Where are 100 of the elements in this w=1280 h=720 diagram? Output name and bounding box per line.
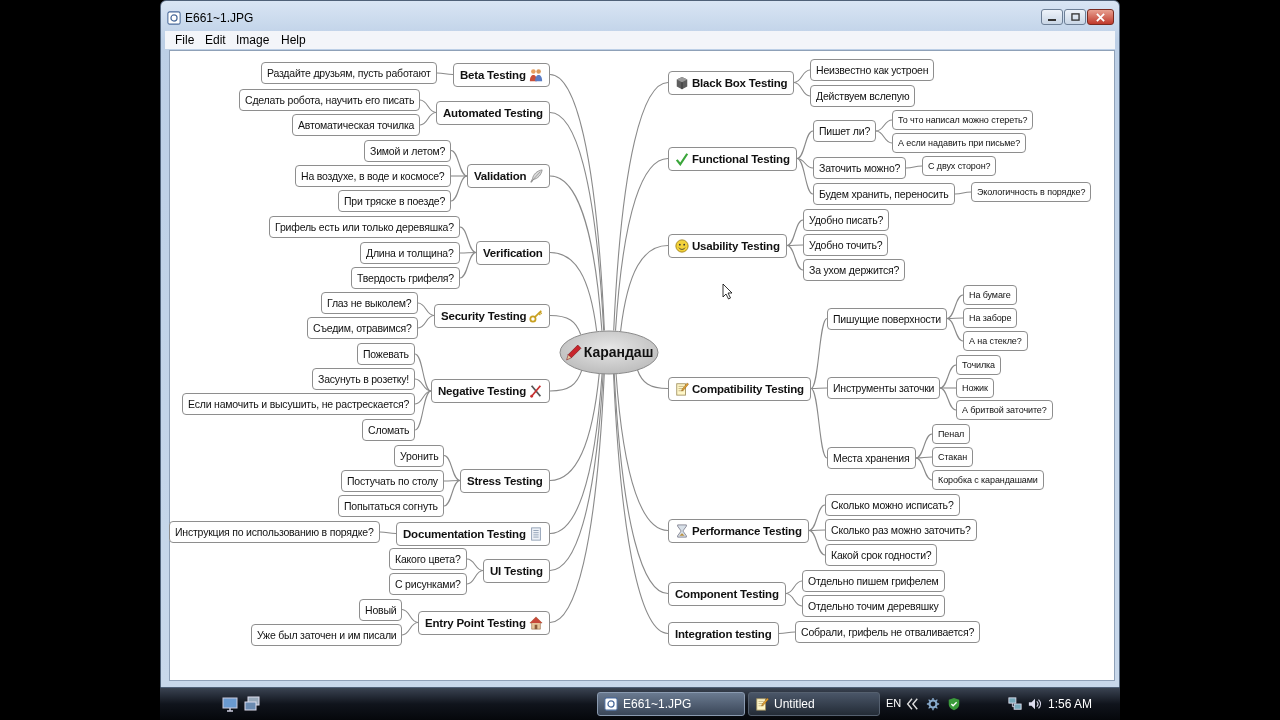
subtopic-box: [813, 183, 955, 205]
branch-box: [453, 62, 550, 87]
branch-label: Stress Testing: [467, 473, 543, 489]
subtopic-box: [359, 598, 403, 621]
subtopic-label: Будем хранить, переносить: [819, 187, 949, 202]
connector-line: [785, 592, 803, 607]
connector-line: [549, 372, 603, 535]
menu-item: File: [175, 33, 195, 47]
subtopic-label: Раздайте друзьям, пусть работают: [267, 66, 431, 81]
subtopic-label: На воздухе, в воде и космосе?: [301, 169, 445, 184]
detail-label: То что написал можно стереть?: [898, 114, 1028, 127]
connector-line: [414, 353, 432, 392]
subtopic-box: [825, 494, 960, 516]
connector-line: [915, 457, 933, 481]
connector-line: [786, 244, 804, 271]
detail-label: На заборе: [969, 312, 1012, 325]
branch-box: [460, 468, 550, 493]
branch-label: Usability Testing: [692, 238, 780, 254]
subtopic-box: [338, 495, 444, 517]
detail-box: [932, 447, 974, 467]
detail-box: [956, 378, 994, 398]
connector-line: [954, 191, 972, 195]
subtopic-label: Какого цвета?: [395, 552, 461, 567]
connector-line: [549, 314, 582, 336]
connector-line: [939, 387, 957, 389]
detail-box: [922, 156, 997, 176]
branch-box: [418, 610, 550, 635]
connector-line: [939, 364, 957, 389]
connector-line: [450, 175, 468, 177]
subtopic-label: Пишет ли?: [819, 124, 871, 139]
branch-label: Compatibility Testing: [692, 381, 804, 397]
connector-line: [466, 569, 484, 585]
connector-line: [612, 372, 669, 635]
branch-label: Integration testing: [675, 626, 772, 642]
subtopic-label: Грифель есть или только деревяшка?: [275, 220, 454, 235]
detail-box: [932, 424, 971, 444]
connector-line: [549, 175, 603, 332]
connector-line: [946, 317, 964, 320]
subtopic-box: [295, 165, 451, 187]
branch-box: [434, 303, 551, 328]
subtopic-box: [810, 85, 916, 107]
subtopic-label: Если намочить и высушить, не растрескается?: [188, 397, 410, 412]
branch-box: [467, 164, 551, 188]
branch-label: Performance Testing: [692, 523, 802, 539]
branch-box: [668, 581, 786, 606]
clock-label: 1:56 AM: [1048, 697, 1093, 711]
subtopic-box: [389, 548, 467, 570]
subtopic-box: [182, 393, 416, 415]
subtopic-box: [362, 419, 416, 441]
connector-line: [613, 81, 669, 332]
central-topic-ellipse: [559, 329, 659, 375]
detail-label: Стакан: [938, 451, 968, 464]
branch-label: Documentation Testing: [403, 526, 526, 542]
connector-line: [785, 580, 803, 595]
subtopic-box: [357, 343, 415, 365]
subtopic-label: Зимой и летом?: [370, 143, 446, 159]
branch-box: [436, 100, 550, 125]
connector-line: [946, 294, 964, 320]
subtopic-label: Какой срок годности?: [831, 548, 932, 563]
connector-line: [786, 219, 804, 247]
subtopic-box: [338, 190, 452, 212]
connector-line: [915, 456, 933, 459]
subtopic-label: Длина и толщина?: [366, 246, 454, 261]
connector-line: [875, 130, 893, 144]
detail-box: [963, 285, 1017, 305]
subtopic-box: [802, 570, 945, 592]
branch-label: UI Testing: [490, 563, 543, 579]
branch-box: [431, 379, 550, 403]
detail-label: А на стекле?: [969, 335, 1022, 348]
subtopic-box: [321, 292, 418, 314]
connector-line: [549, 369, 583, 392]
subtopic-label: С рисунками?: [395, 577, 461, 592]
detail-label: С двух сторон?: [928, 160, 991, 173]
subtopic-label: Уронить: [400, 448, 439, 464]
subtopic-box: [251, 624, 403, 646]
subtopic-label: За ухом держится?: [809, 263, 900, 278]
branch-box: [668, 146, 797, 171]
subtopic-label: Новый: [365, 602, 397, 618]
menu-item: Edit: [205, 33, 226, 47]
subtopic-label: Сделать робота, научить его писать: [245, 93, 415, 108]
detail-label: А бритвой заточите?: [962, 404, 1047, 417]
taskbar-button: Untitled: [748, 692, 880, 716]
subtopic-box: [292, 114, 421, 136]
connector-line: [808, 529, 826, 532]
subtopic-label: Сломать: [368, 423, 410, 438]
branch-box: [476, 240, 550, 265]
subtopic-label: Инструменты заточки: [833, 381, 935, 396]
connector-line: [796, 157, 814, 195]
connector-line: [417, 314, 435, 329]
connector-line: [401, 608, 419, 624]
connector-line: [549, 251, 598, 332]
connector-line: [549, 372, 604, 572]
connector-line: [810, 387, 828, 390]
subtopic-label: Сколько раз можно заточить?: [831, 523, 971, 538]
detail-label: А если надавить при письме?: [898, 137, 1021, 150]
connector-line: [786, 244, 804, 247]
subtopic-label: Инструкция по использованию в порядке?: [175, 525, 374, 540]
connector-line: [443, 479, 461, 507]
connector-line: [620, 244, 669, 332]
subtopic-box: [813, 157, 907, 179]
